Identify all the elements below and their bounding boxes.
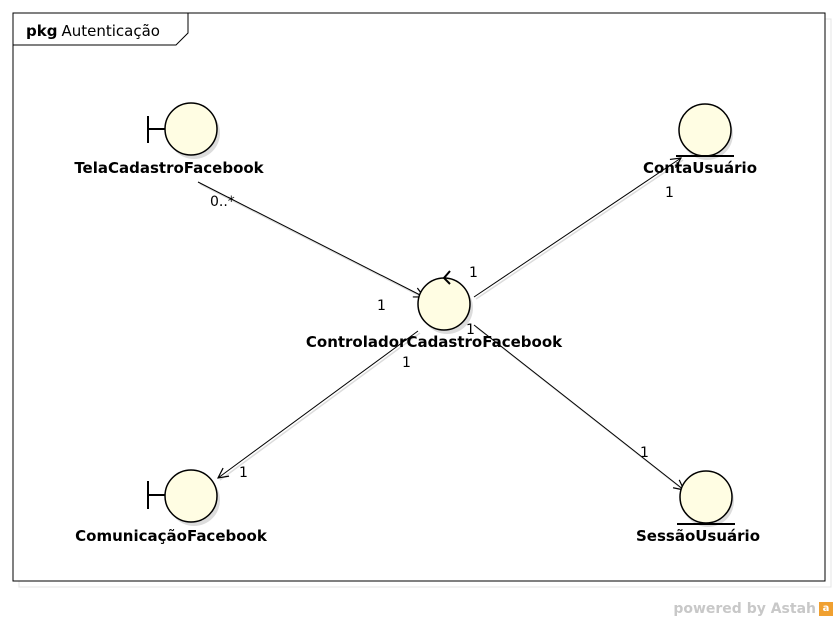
tela-cadastro-facebook-label: TelaCadastroFacebook [74,159,264,177]
multiplicity-sessao-source: 1 [466,322,475,338]
associations [197,158,687,493]
entity-icon [677,470,735,527]
multiplicity-comunicacao-target: 1 [239,465,248,481]
controlador-cadastro-facebook-node[interactable]: ControladorCadastroFacebook [306,270,563,351]
multiplicity-conta-target: 1 [665,185,674,201]
package-name: Autenticação [61,22,160,40]
entity-icon [676,103,734,160]
control-icon [417,270,473,334]
comunicacao-facebook-label: ComunicaçãoFacebook [75,527,268,545]
sessao-usuario-label: SessãoUsuário [636,527,760,545]
astah-watermark: powered by Astah a [673,601,833,617]
association-controlador-sessao[interactable] [473,324,684,490]
controlador-cadastro-facebook-label: ControladorCadastroFacebook [306,333,563,351]
multiplicity-comunicacao-source: 1 [402,355,411,371]
comunicacao-facebook-node[interactable]: ComunicaçãoFacebook [75,469,268,545]
multiplicities: 0..* 1 1 1 1 1 1 1 [210,185,674,481]
multiplicity-tela-source: 0..* [210,194,235,210]
boundary-icon [147,102,220,159]
association-controlador-comunicacao[interactable] [218,330,419,478]
association-tela-controlador[interactable] [197,181,424,297]
astah-logo-icon: a [819,602,833,616]
package-keyword: pkg [26,22,57,40]
association-controlador-conta[interactable] [473,158,681,298]
multiplicity-conta-source: 1 [469,265,478,281]
watermark-text: powered by Astah [673,601,816,617]
tela-cadastro-facebook-node[interactable]: TelaCadastroFacebook [74,102,265,177]
multiplicity-sessao-target: 1 [640,445,649,461]
conta-usuario-label: ContaUsuário [643,159,757,177]
boundary-icon [147,469,220,526]
multiplicity-tela-target: 1 [377,298,386,314]
sessao-usuario-node[interactable]: SessãoUsuário [636,470,760,545]
conta-usuario-node[interactable]: ContaUsuário [643,103,757,177]
